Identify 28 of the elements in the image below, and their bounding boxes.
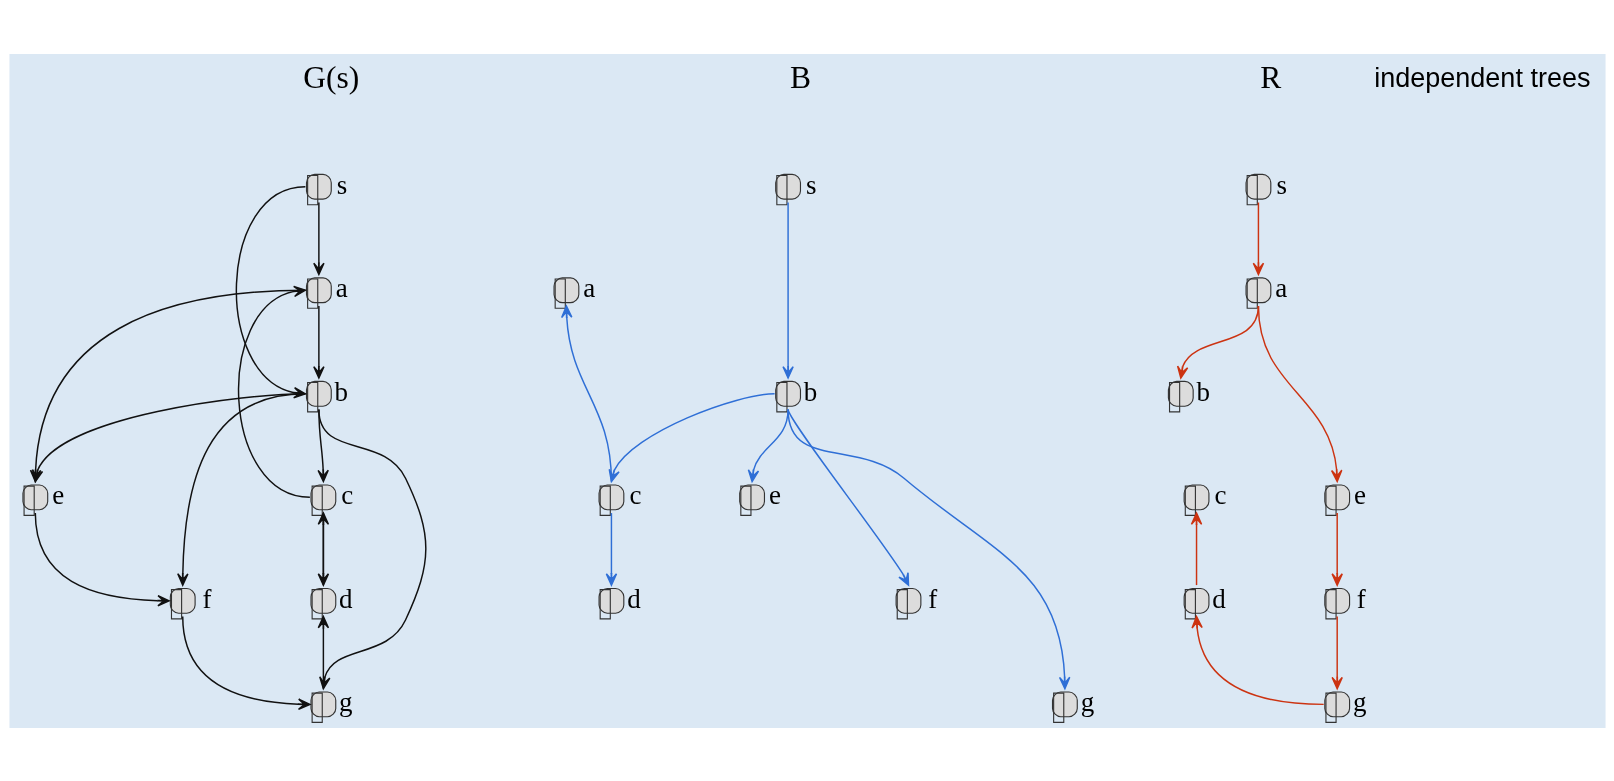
node-label: b <box>1196 376 1210 407</box>
label: R <box>1259 59 1281 95</box>
node-label: e <box>768 479 781 510</box>
node-label: c <box>1214 479 1227 510</box>
node-label: s <box>336 169 347 200</box>
node-label: g <box>1352 686 1366 717</box>
node-label: b <box>334 376 348 407</box>
node-label: b <box>803 376 817 407</box>
node-label: c <box>628 479 641 510</box>
node-label: f <box>201 583 211 614</box>
node-label: a <box>582 272 595 303</box>
node-label: e <box>51 479 64 510</box>
label: independent trees <box>1373 62 1590 93</box>
node-label: c <box>340 479 353 510</box>
node-label: d <box>626 583 641 614</box>
node-label: d <box>1211 583 1226 614</box>
node-label: g <box>1080 686 1094 717</box>
node-label: e <box>1353 479 1366 510</box>
node-label: s <box>805 169 817 200</box>
node-label: g <box>338 686 353 717</box>
label: B <box>789 59 811 95</box>
node-label: a <box>335 272 348 303</box>
node-label: a <box>1274 272 1287 303</box>
node-label: s <box>1275 169 1287 200</box>
node-label: f <box>927 583 937 614</box>
node-label: d <box>338 583 353 614</box>
label: G(s) <box>302 59 359 95</box>
node-label: f <box>1356 583 1366 614</box>
